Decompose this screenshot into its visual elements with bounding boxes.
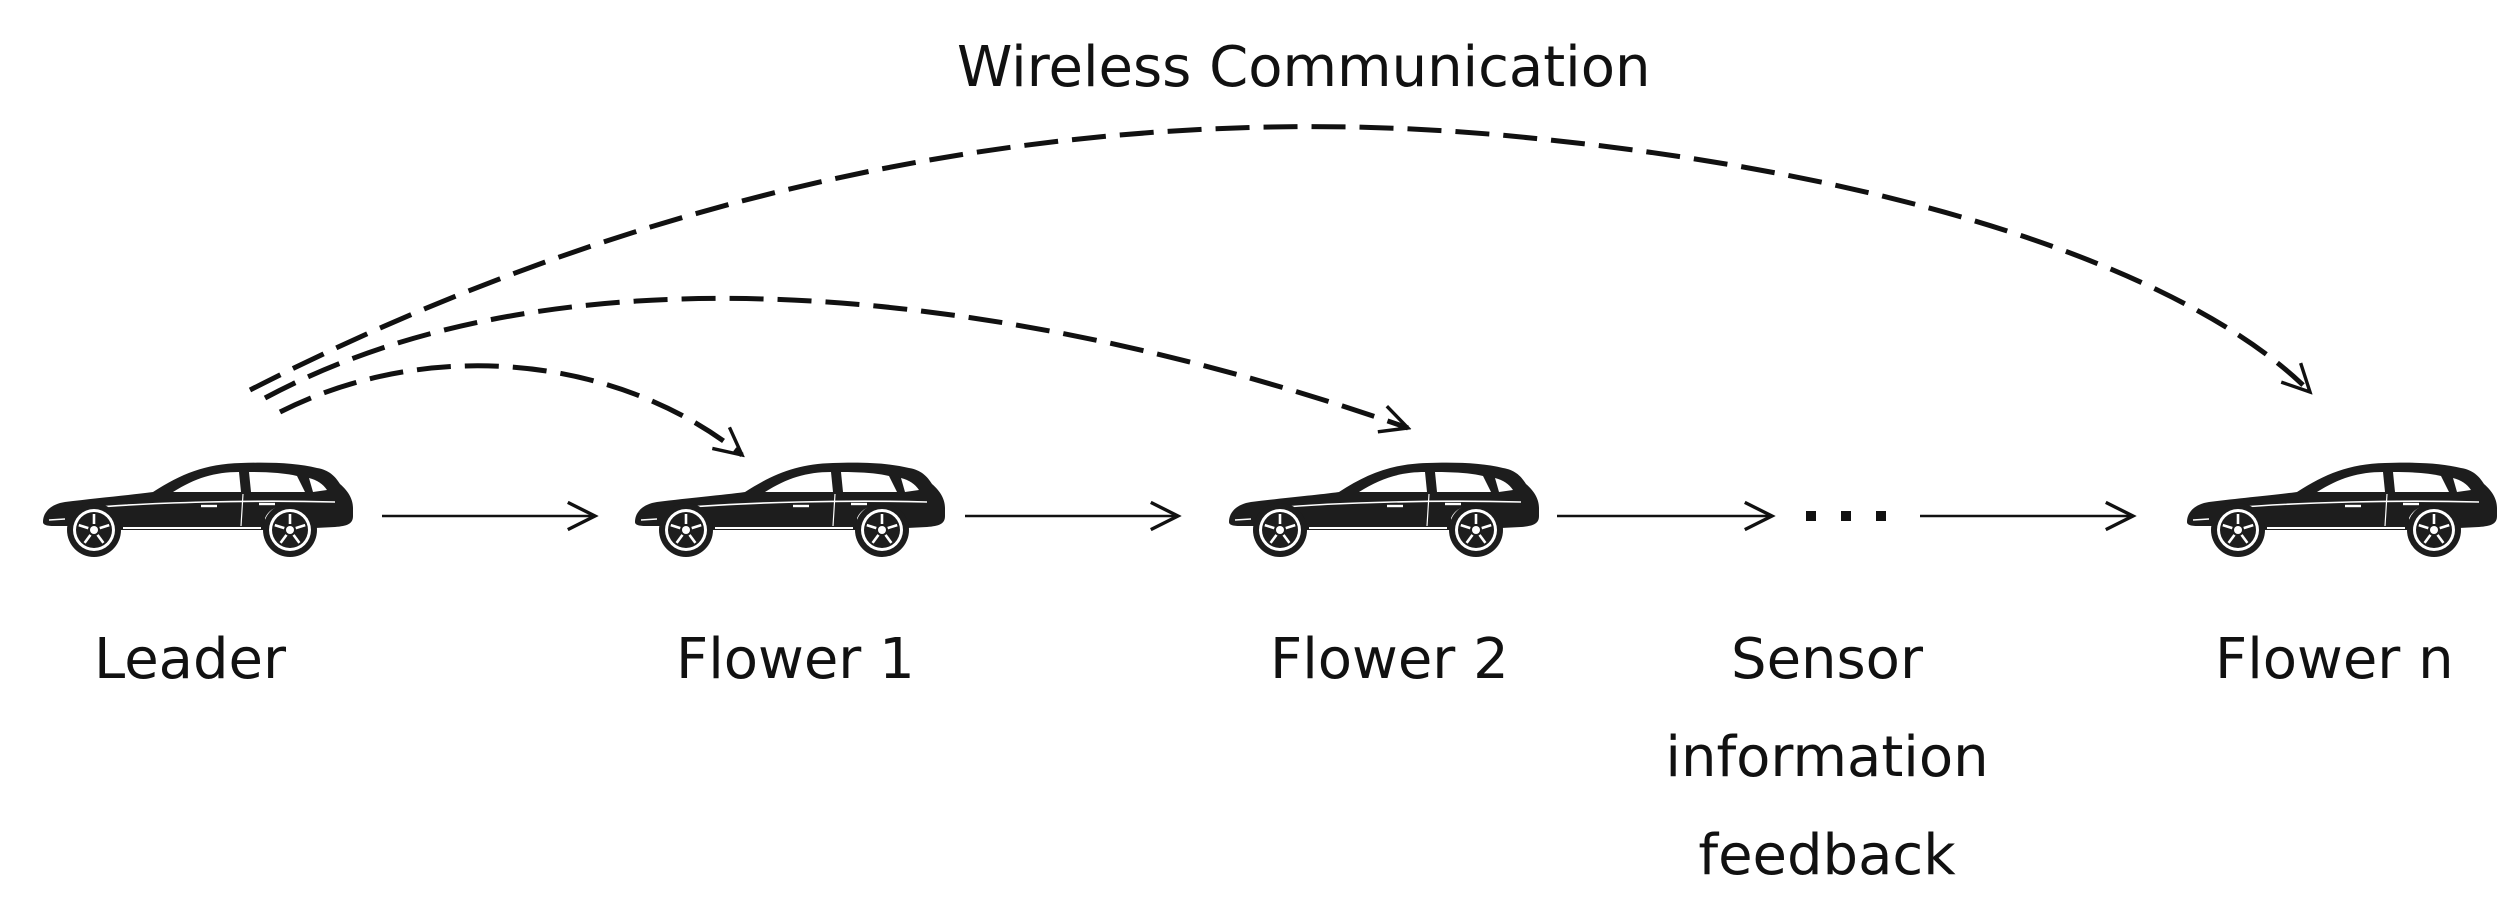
car-icon-leader: [41, 461, 355, 559]
wireless-arc-flower-n: [248, 124, 2310, 392]
ellipsis-icon: [1806, 511, 1886, 521]
car-icon-flower-2: [1227, 461, 1541, 559]
platoon-diagram: [41, 124, 2499, 559]
car-icon-flower-1: [633, 461, 947, 559]
flower-1-label: Flower 1: [676, 627, 915, 692]
leader-label: Leader: [94, 627, 287, 692]
flower-2-label: Flower 2: [1270, 627, 1509, 692]
wireless-communication-label: Wireless Communication: [957, 35, 1651, 100]
wireless-arc-flower-2: [263, 295, 1408, 428]
car-icon-flower-n: [2185, 461, 2499, 559]
wireless-arc-flower-1: [278, 363, 742, 455]
sensor-information-feedback-label: Sensor information feedback: [1665, 627, 1989, 888]
flower-n-label: Flower n: [2215, 627, 2454, 692]
